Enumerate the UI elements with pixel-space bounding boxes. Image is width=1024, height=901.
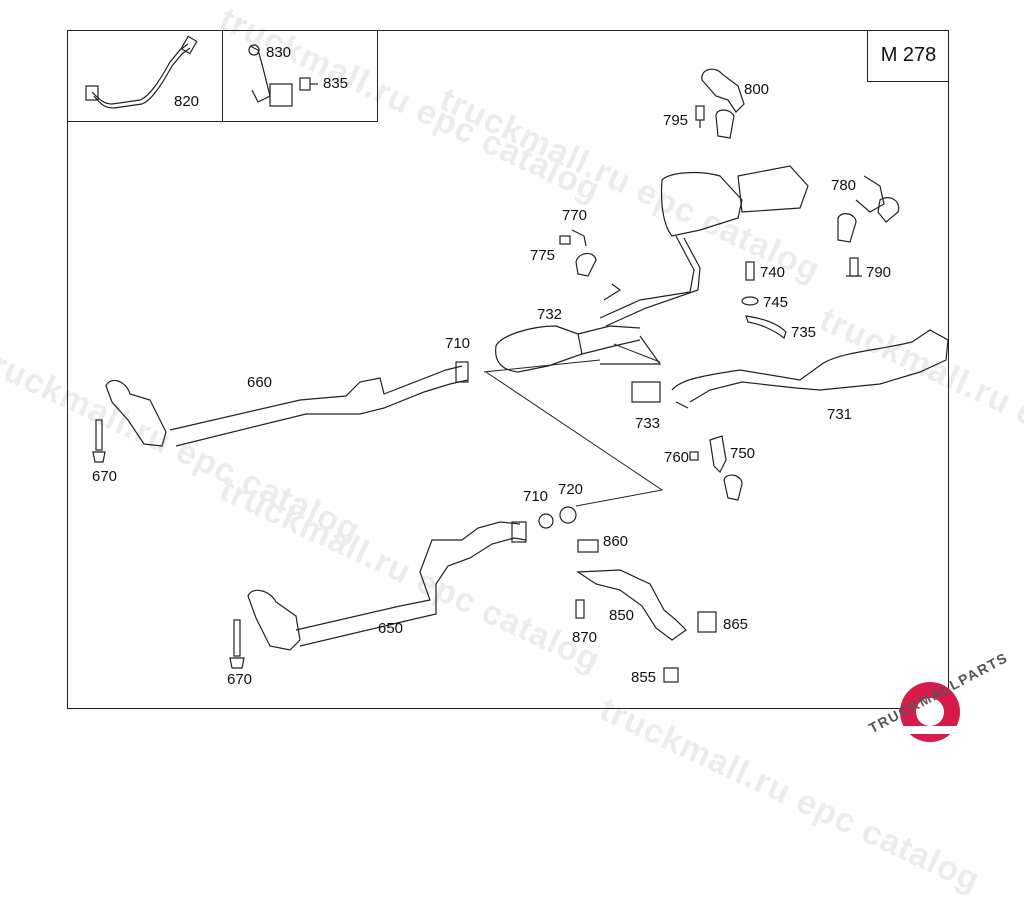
hanger-780-drawing	[837, 175, 900, 277]
bracket-830-drawing	[248, 44, 318, 107]
truckmall-logo	[900, 682, 960, 742]
center-converter-drawing	[495, 325, 662, 373]
part-label-760: 760	[664, 449, 690, 466]
part-label-795: 795	[663, 112, 689, 129]
part-label-820: 820	[174, 93, 200, 110]
part-label-770: 770	[562, 207, 588, 224]
part-label-855: 855	[631, 669, 657, 686]
model-code-box: M 278	[867, 30, 949, 82]
part-label-800: 800	[744, 81, 770, 98]
part-label-745: 745	[763, 294, 789, 311]
part-label-775: 775	[530, 247, 556, 264]
rear-muffler-upper-drawing	[599, 165, 809, 327]
bolt-740-drawing	[741, 261, 787, 340]
bracket-750-drawing	[689, 435, 743, 501]
oxygen-sensor-drawing	[85, 35, 198, 109]
leader-lines	[483, 343, 664, 507]
bracket-850-drawing	[575, 539, 717, 683]
part-label-660: 660	[247, 374, 273, 391]
clamp-770-drawing	[559, 229, 597, 277]
part-label-731: 731	[827, 406, 853, 423]
part-label-835: 835	[323, 75, 349, 92]
part-label-732: 732	[537, 306, 563, 323]
part-label-710-upper: 710	[445, 335, 471, 352]
part-label-865: 865	[723, 616, 749, 633]
hanger-800-drawing	[695, 68, 745, 139]
part-label-670-upper: 670	[92, 468, 118, 485]
part-label-780: 780	[831, 177, 857, 194]
part-label-670-lower: 670	[227, 671, 253, 688]
rear-pipe-drawing	[631, 329, 949, 409]
front-pipe-660-drawing	[92, 361, 469, 463]
part-label-710-lower: 710	[523, 488, 549, 505]
part-label-790: 790	[866, 264, 892, 281]
part-label-720: 720	[558, 481, 584, 498]
front-pipe-650-drawing	[229, 506, 577, 669]
part-label-870: 870	[572, 629, 598, 646]
part-label-740: 740	[760, 264, 786, 281]
parts-drawing	[85, 35, 949, 683]
part-label-860: 860	[603, 533, 629, 550]
diagram-frame	[67, 30, 949, 709]
part-label-850: 850	[609, 607, 635, 624]
part-label-735: 735	[791, 324, 817, 341]
model-code: M 278	[880, 44, 937, 66]
part-label-830: 830	[266, 44, 292, 61]
part-label-650: 650	[378, 620, 404, 637]
inset-divider	[222, 30, 223, 122]
part-label-733: 733	[635, 415, 661, 432]
part-label-750: 750	[730, 445, 756, 462]
